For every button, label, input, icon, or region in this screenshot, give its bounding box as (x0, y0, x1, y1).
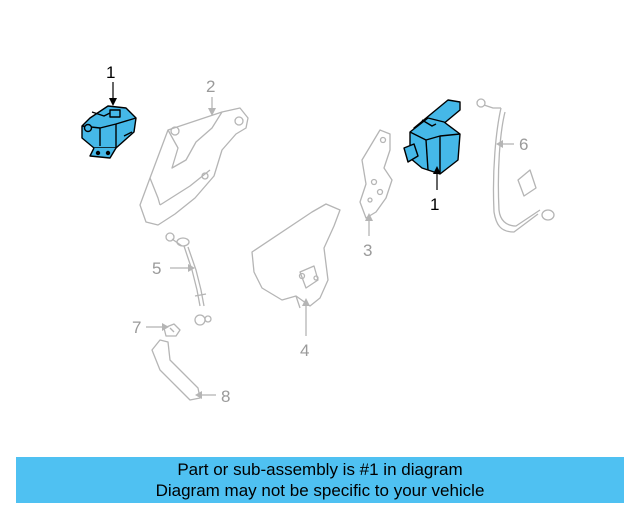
shield-part-4 (251, 203, 341, 309)
callout-5: 5 (152, 259, 161, 278)
callout-8: 8 (221, 387, 230, 406)
callout-4: 4 (300, 341, 309, 360)
callout-1-left: 1 (106, 63, 115, 82)
plate-part-3 (359, 129, 393, 219)
bracket-part-2 (139, 107, 249, 226)
callout-3: 3 (363, 241, 372, 260)
callout-7: 7 (132, 318, 141, 337)
clip-part-7 (163, 323, 181, 337)
parts-diagram: 1 1 2 3 4 5 6 7 8 (81, 63, 555, 406)
callout-1-right: 1 (430, 195, 439, 214)
info-banner: Part or sub-assembly is #1 in diagram Di… (16, 457, 624, 503)
height-sensor-left-part-1 (81, 105, 137, 159)
banner-line-2: Diagram may not be specific to your vehi… (155, 481, 485, 500)
bracket-part-8 (151, 339, 201, 401)
callout-6: 6 (519, 135, 528, 154)
banner-line-1: Part or sub-assembly is #1 in diagram (177, 460, 463, 479)
height-sensor-right-part-1 (403, 99, 461, 175)
callout-2: 2 (206, 77, 215, 96)
link-rod-part-5 (165, 232, 212, 326)
link-rod-part-6 (476, 98, 555, 233)
